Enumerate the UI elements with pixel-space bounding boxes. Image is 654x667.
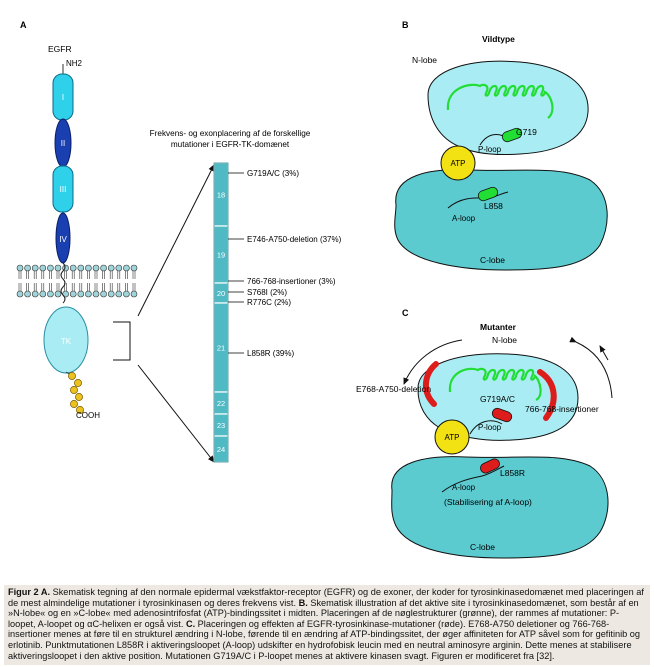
mutation-label: G719A/C (3%) <box>247 169 299 178</box>
exon-heading-line-2: mutationer i EGFR-TK-domænet <box>171 140 290 149</box>
c-terminal-tail <box>65 371 84 414</box>
panel-b-title: Vildtype <box>482 34 515 44</box>
panel-c-insertion-arc <box>537 369 557 421</box>
panel-b-letter: B <box>402 20 409 30</box>
caption-prefix: Figur 2 A. <box>8 587 51 597</box>
panel-b-atp: ATP <box>440 145 476 181</box>
panel-c-g719-marker <box>491 407 513 423</box>
mutation-label: L858R (39%) <box>247 349 294 358</box>
figure: A EGFR NH2 I II III IV TK COOH Frekvens-… <box>16 20 613 559</box>
mutation-label: S768I (2%) <box>247 288 287 297</box>
panel-c-c-lobe <box>391 456 609 559</box>
panel-b-g719-marker <box>501 127 523 143</box>
domain-ii: II <box>54 118 72 168</box>
panel-c-insertion-label: 766-768-insertioner <box>525 404 599 414</box>
panel-c-deletion-label: E768-A750-deletion <box>356 384 431 394</box>
egfr-label: EGFR <box>48 44 72 54</box>
domain-i: I <box>52 73 74 121</box>
caption-text-a: Skematisk tegning af den normale epiderm… <box>8 587 644 608</box>
panel-b-g719-label: G719 <box>516 127 537 137</box>
panel-c-n-lobe-label: N-lobe <box>492 335 517 345</box>
domain-ii-label: II <box>61 139 65 148</box>
c-terminal-bead <box>74 379 82 387</box>
panel-c-stabilization-label: (Stabilisering af A-loop) <box>444 497 532 507</box>
panel-c-l858-label: L858R <box>500 468 525 478</box>
panel-c-arrow-right <box>569 336 613 399</box>
c-terminal-bead <box>75 393 83 401</box>
domain-iv-label: IV <box>59 235 67 244</box>
panel-c-helix <box>448 367 542 401</box>
cell-membrane <box>16 264 138 298</box>
exon-number: 18 <box>217 191 225 200</box>
c-terminal-bead <box>70 386 78 394</box>
caption-text-c: Placeringen og effekten af EGFR-tyrosink… <box>8 618 641 661</box>
tk-bracket <box>113 321 131 361</box>
exon-heading-line-1: Frekvens- og exonplacering af de forskel… <box>150 129 311 138</box>
panel-c-title: Mutanter <box>480 322 517 332</box>
caption-c-label: C. <box>185 618 196 629</box>
panel-c-atp: ATP <box>434 419 470 455</box>
domain-i-label: I <box>62 93 64 102</box>
panel-b-n-lobe-label: N-lobe <box>412 55 437 65</box>
exon-number: 21 <box>217 344 225 353</box>
mutation-label: E746-A750-deletion (37%) <box>247 235 342 244</box>
domain-iv: IV <box>55 212 71 264</box>
panel-c-p-loop-label: P-loop <box>478 423 502 432</box>
exon-number: 24 <box>217 445 225 454</box>
panel-c-l858-marker <box>480 458 500 474</box>
panel-b-l858-label: L858 <box>484 201 503 211</box>
transmembrane-segment <box>60 262 66 304</box>
mutation-label: 766-768-insertioner (3%) <box>247 277 336 286</box>
exon-number: 22 <box>217 399 225 408</box>
caption-b-label: B. <box>298 597 308 608</box>
mutation-list: G719A/C (3%) E746-A750-deletion (37%) 766-… <box>228 169 342 358</box>
panel-a-letter: A <box>20 20 27 30</box>
panel-b-atp-label: ATP <box>451 159 466 168</box>
c-terminal-bead <box>68 372 76 380</box>
caption-text-b: Skematisk illustration af det aktive sit… <box>8 597 639 629</box>
tk-domain-label: TK <box>61 337 72 346</box>
c-terminal-bead <box>70 400 78 408</box>
exon-number: 20 <box>217 289 225 298</box>
tk-domain: TK <box>43 306 89 374</box>
panel-c-c-lobe-label: C-lobe <box>470 542 495 552</box>
panel-b-helix <box>446 83 554 119</box>
exon-number: 23 <box>217 421 225 430</box>
panel-b-c-lobe-label: C-lobe <box>480 255 505 265</box>
domain-iii-label: III <box>60 185 67 194</box>
domain-iii: III <box>52 165 74 213</box>
figure-caption: Figur 2 A. Skematisk tegning af den norm… <box>4 585 650 665</box>
exon-bar: 18 19 20 21 22 23 24 <box>213 162 229 463</box>
panel-b-p-loop-label: P-loop <box>478 145 502 154</box>
c-terminal-bead <box>76 406 84 414</box>
panel-c-deletion-arc <box>423 361 439 407</box>
panel-b-l858-marker <box>477 186 499 202</box>
panel-c-g719-label: G719A/C <box>480 394 515 404</box>
panel-c-arrow-left <box>403 339 463 385</box>
cooh-label: COOH <box>76 411 100 420</box>
panel-c-atp-label: ATP <box>445 433 460 442</box>
panel-b-a-loop-label: A-loop <box>452 214 476 223</box>
panel-c-a-loop <box>441 465 505 493</box>
nh2-label: NH2 <box>66 59 83 68</box>
panel-c-letter: C <box>402 308 409 318</box>
exon-number: 19 <box>217 251 225 260</box>
mutation-label: R776C (2%) <box>247 298 291 307</box>
panel-c-a-loop-label: A-loop <box>452 483 476 492</box>
panel-c-p-loop <box>469 420 503 435</box>
